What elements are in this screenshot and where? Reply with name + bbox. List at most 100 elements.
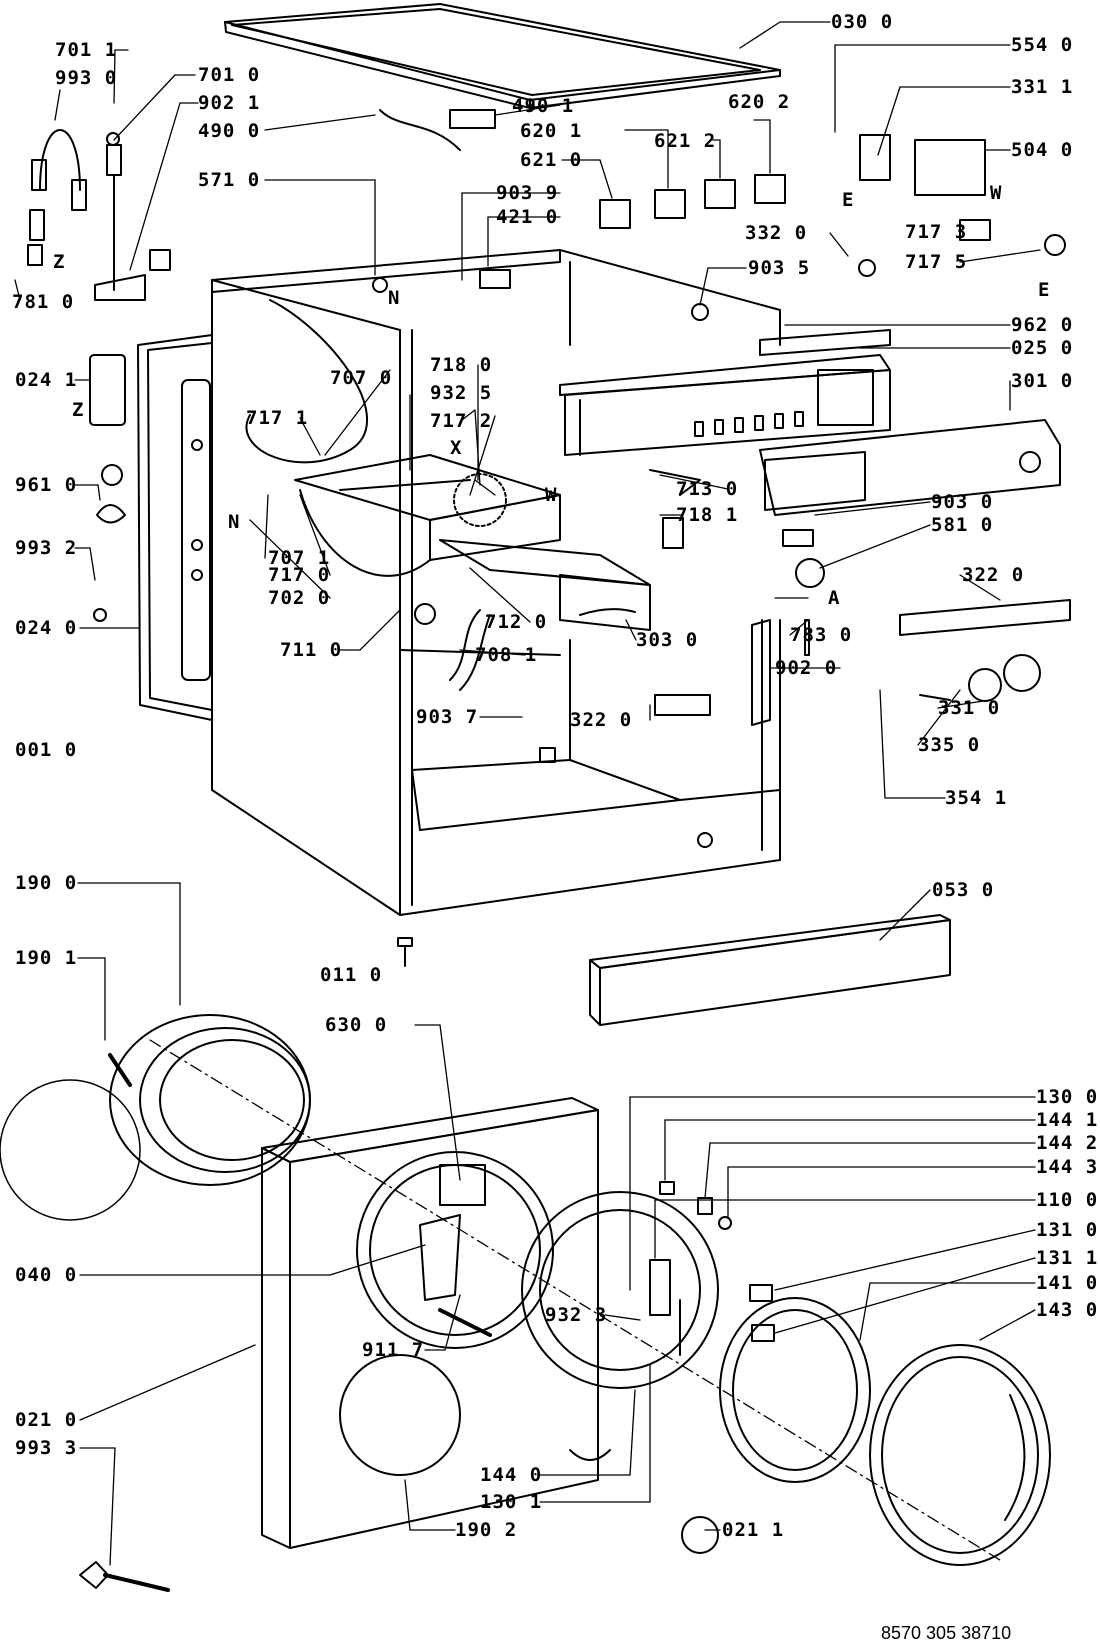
callout-141-0: 141 0 xyxy=(1036,1272,1099,1294)
callout-301-0: 301 0 xyxy=(1011,370,1074,392)
door-glass xyxy=(719,1297,1051,1566)
callout-504-0: 504 0 xyxy=(1011,139,1074,161)
callout-190-2: 190 2 xyxy=(455,1519,518,1541)
callout-144-1: 144 1 xyxy=(1036,1109,1099,1131)
callout-143-0: 143 0 xyxy=(1036,1299,1099,1321)
leader-lines xyxy=(14,21,1041,1566)
callout-190-1: 190 1 xyxy=(15,947,78,969)
callout-571-0: 571 0 xyxy=(198,169,261,191)
callout-717-1: 717 1 xyxy=(246,407,309,429)
callout-902-1: 902 1 xyxy=(198,92,261,114)
detergent-dispenser xyxy=(294,454,651,691)
callout-554-0: 554 0 xyxy=(1011,34,1074,56)
callout-717-0: 717 0 xyxy=(268,564,331,586)
callout-718-1: 718 1 xyxy=(676,504,739,526)
left-small-parts xyxy=(27,129,171,622)
callout-331-1: 331 1 xyxy=(1011,76,1074,98)
marker-e: E xyxy=(1038,279,1051,301)
callout-783-0: 783 0 xyxy=(790,624,853,646)
side-panel xyxy=(137,334,213,721)
callout-621-2: 621 2 xyxy=(654,130,717,152)
callout-322-0-b: 322 0 xyxy=(570,709,633,731)
callout-911-7: 911 7 xyxy=(362,1339,425,1361)
top-cover xyxy=(224,3,781,109)
callout-040-0: 040 0 xyxy=(15,1264,78,1286)
callout-144-0: 144 0 xyxy=(480,1464,543,1486)
callout-190-0: 190 0 xyxy=(15,872,78,894)
callout-993-2: 993 2 xyxy=(15,537,78,559)
callout-024-1: 024 1 xyxy=(15,369,78,391)
marker-w: W xyxy=(990,182,1003,204)
callout-932-5: 932 5 xyxy=(430,382,493,404)
marker-a: A xyxy=(828,587,841,609)
marker-w: W xyxy=(545,484,558,506)
callout-354-1: 354 1 xyxy=(945,787,1008,809)
cabinet xyxy=(211,249,781,916)
callout-903-0: 903 0 xyxy=(931,491,994,513)
callout-144-3: 144 3 xyxy=(1036,1156,1099,1178)
callout-332-0: 332 0 xyxy=(745,222,808,244)
callout-131-1: 131 1 xyxy=(1036,1247,1099,1269)
callout-702-0: 702 0 xyxy=(268,587,331,609)
callout-490-0: 490 0 xyxy=(198,120,261,142)
callout-717-5: 717 5 xyxy=(905,251,968,273)
callout-708-1: 708 1 xyxy=(475,644,538,666)
callout-303-0: 303 0 xyxy=(636,629,699,651)
callout-718-0: 718 0 xyxy=(430,354,493,376)
callout-001-0: 001 0 xyxy=(15,739,78,761)
callout-993-0: 993 0 xyxy=(55,67,118,89)
callout-130-0: 130 0 xyxy=(1036,1086,1099,1108)
callout-025-0: 025 0 xyxy=(1011,337,1074,359)
callout-717-3: 717 3 xyxy=(905,221,968,243)
callout-024-0: 024 0 xyxy=(15,617,78,639)
callout-781-0: 781 0 xyxy=(12,291,75,313)
callout-903-7: 903 7 xyxy=(416,706,479,728)
callout-712-0: 712 0 xyxy=(485,611,548,633)
callout-021-0: 021 0 xyxy=(15,1409,78,1431)
callout-131-0: 131 0 xyxy=(1036,1219,1099,1241)
callout-620-2: 620 2 xyxy=(728,91,791,113)
callout-962-0: 962 0 xyxy=(1011,314,1074,336)
callout-707-0: 707 0 xyxy=(330,367,393,389)
callout-053-0: 053 0 xyxy=(932,879,995,901)
callout-630-0: 630 0 xyxy=(325,1014,388,1036)
callout-021-1: 021 1 xyxy=(722,1519,785,1541)
callout-701-0: 701 0 xyxy=(198,64,261,86)
callout-421-0: 421 0 xyxy=(496,206,559,228)
document-number: 8570 305 38710 xyxy=(881,1623,1012,1643)
callout-110-0: 110 0 xyxy=(1036,1189,1099,1211)
callout-335-0: 335 0 xyxy=(918,734,981,756)
callout-902-0: 902 0 xyxy=(775,657,838,679)
control-panel xyxy=(559,329,1061,516)
small-parts xyxy=(372,109,1071,763)
callout-903-5: 903 5 xyxy=(748,257,811,279)
callout-621-0: 621 0 xyxy=(520,149,583,171)
front-panel xyxy=(261,1097,599,1549)
callout-701-1: 701 1 xyxy=(55,39,118,61)
callout-130-1: 130 1 xyxy=(480,1491,543,1513)
callout-932-3: 932 3 xyxy=(545,1304,608,1326)
kick-panel xyxy=(589,914,951,1026)
marker-z: Z xyxy=(53,251,66,273)
callout-993-3: 993 3 xyxy=(15,1437,78,1459)
callout-903-9: 903 9 xyxy=(496,182,559,204)
callout-713-0: 713 0 xyxy=(676,478,739,500)
callout-322-0-a: 322 0 xyxy=(962,564,1025,586)
marker-x: X xyxy=(450,437,463,459)
marker-n: N xyxy=(228,511,241,533)
door-frame xyxy=(521,1181,775,1554)
callout-144-2: 144 2 xyxy=(1036,1132,1099,1154)
callout-490-1: 490 1 xyxy=(512,95,575,117)
callout-961-0: 961 0 xyxy=(15,474,78,496)
callout-717-2: 717 2 xyxy=(430,410,493,432)
callout-030-0: 030 0 xyxy=(831,11,894,33)
marker-n: N xyxy=(388,287,401,309)
callout-707-1: 707 1 xyxy=(268,547,331,569)
callout-011-0: 011 0 xyxy=(320,964,383,986)
marker-z: Z xyxy=(72,399,85,421)
callout-711-0: 711 0 xyxy=(280,639,343,661)
wrench xyxy=(79,1561,170,1592)
marker-e: E xyxy=(842,189,855,211)
